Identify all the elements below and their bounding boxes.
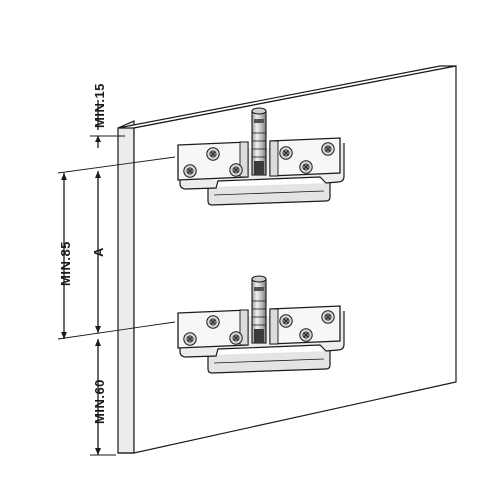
label-min-15: MIN.15 xyxy=(92,83,107,128)
label-span-a: A xyxy=(91,247,106,257)
panel xyxy=(117,65,457,454)
dimension-lines xyxy=(57,100,176,456)
label-min-85: MIN.85 xyxy=(58,241,73,286)
panel-front-face xyxy=(133,65,457,454)
panel-edge xyxy=(117,120,135,454)
label-min-60: MIN.60 xyxy=(92,379,107,424)
